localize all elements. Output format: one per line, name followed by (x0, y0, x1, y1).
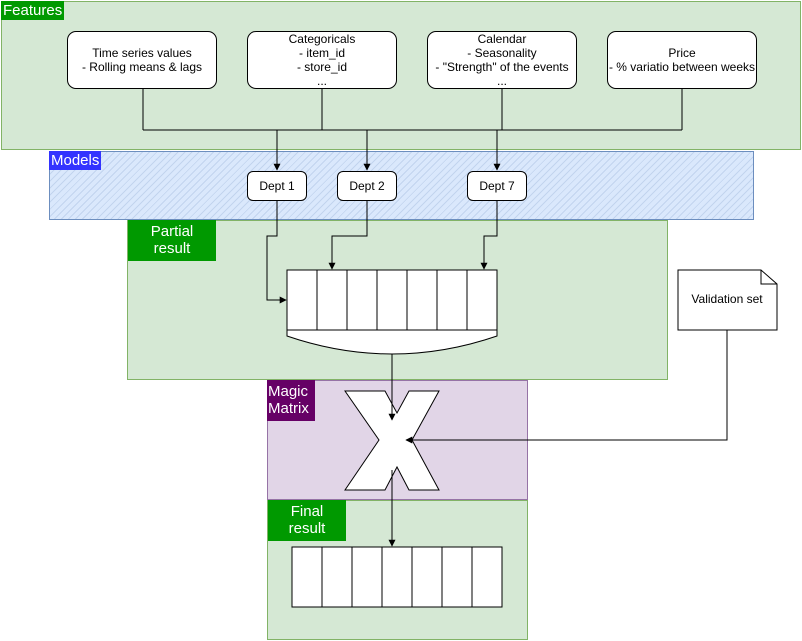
final-result-array (291, 546, 503, 608)
model-box-dept-7: Dept 7 (467, 171, 527, 201)
arrow-dept-2-to-array (328, 201, 368, 270)
partial-result-label: Partial result (128, 220, 216, 261)
models-label: Models (49, 151, 102, 170)
magic-matrix-label: Magic Matrix (267, 380, 315, 421)
final-result-label: Final result (268, 500, 346, 541)
model-box-dept-2: Dept 2 (337, 171, 397, 201)
features-label: Features (1, 1, 65, 20)
feature-bus-connectors (142, 89, 683, 131)
feature-box-categoricals: Categoricals - item_id - store_id ... (247, 31, 397, 89)
feature-box-price: Price - % variatio between weeks (607, 31, 757, 89)
partial-result-array (286, 269, 498, 355)
feature-box-calendar: Calendar - Seasonality - "Strength" of t… (427, 31, 577, 89)
models-panel (49, 151, 754, 220)
feature-to-model-arrows (273, 130, 501, 171)
arrow-dept-7-to-array (480, 201, 498, 270)
array-merge-brace (286, 329, 498, 355)
feature-box-time-series: Time series values - Rolling means & lag… (67, 31, 217, 89)
model-box-dept-1: Dept 1 (247, 171, 307, 201)
arrow-dept-1-to-array (266, 201, 287, 304)
magic-matrix-x-symbol (344, 390, 440, 491)
model-to-partial-arrows (266, 201, 498, 304)
validation-set-note (677, 269, 778, 331)
arrow-validation-to-x (405, 330, 728, 444)
validation-set-label: Validation set (691, 292, 763, 306)
